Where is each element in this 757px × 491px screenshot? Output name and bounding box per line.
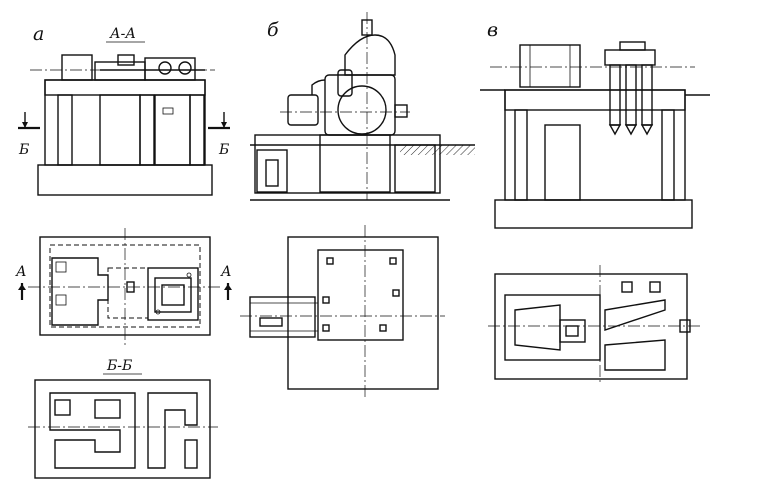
- view-a-elevation: а А-А Б Б: [18, 23, 230, 196]
- view-v-plan: [488, 265, 700, 385]
- section-a-a-title: А-А: [109, 26, 136, 42]
- view-a-label: а: [33, 23, 44, 45]
- section-mark-b-right: Б: [218, 142, 229, 158]
- view-b-elevation: б: [250, 12, 475, 201]
- view-b-label: б: [267, 19, 279, 41]
- view-v-label: в: [487, 19, 498, 41]
- tool-holders: [608, 64, 654, 136]
- section-b-b-title: Б-Б: [106, 358, 132, 374]
- view-v-elevation: в: [480, 19, 710, 229]
- section-mark-a-right: А: [220, 264, 232, 280]
- section-mark-a-left: А: [15, 264, 27, 280]
- view-a-plan: А А: [15, 228, 232, 345]
- section-mark-b-left: Б: [18, 142, 29, 158]
- view-a-section-b-b: Б-Б: [28, 358, 218, 479]
- view-b-plan: [240, 225, 445, 400]
